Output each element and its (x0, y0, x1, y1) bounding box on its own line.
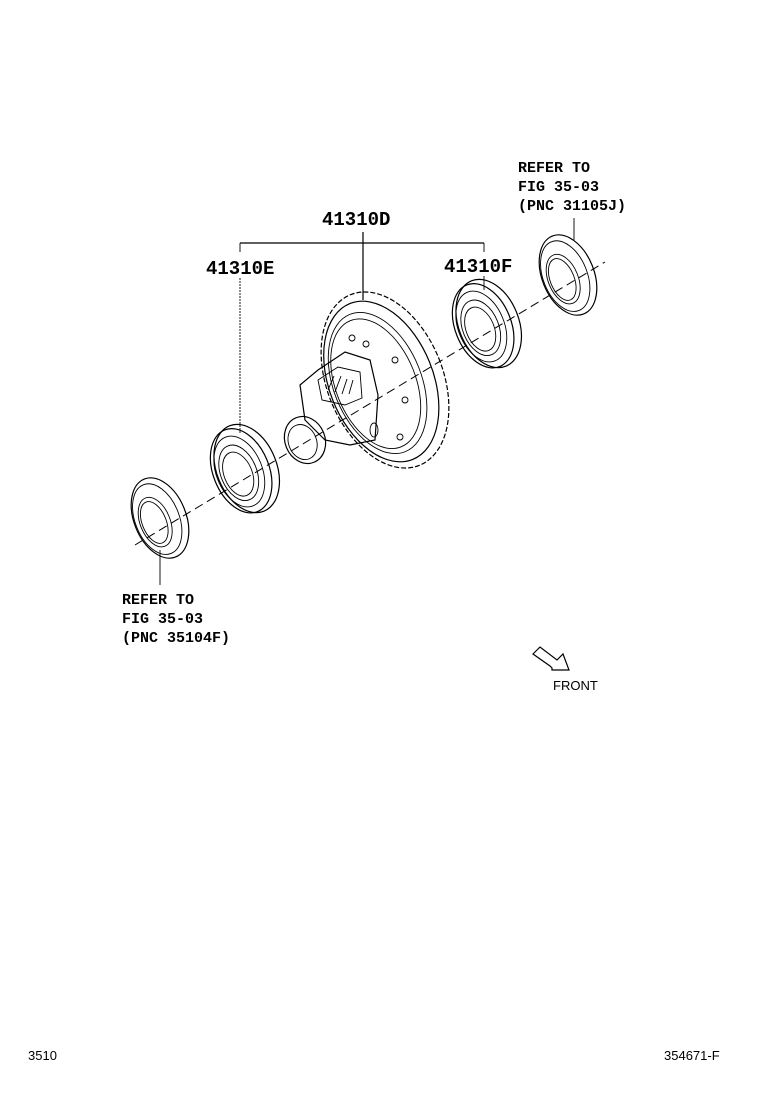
svg-text:(PNC 31105J): (PNC 31105J) (518, 198, 626, 215)
svg-text:(PNC 35104F): (PNC 35104F) (122, 630, 230, 647)
left-bearing-41310E[interactable] (198, 415, 292, 524)
front-arrow-icon (532, 646, 570, 671)
differential-case-41310D[interactable] (277, 273, 473, 487)
svg-text:FIG 35-03: FIG 35-03 (518, 179, 599, 196)
leader-lines (159, 218, 575, 585)
svg-text:FIG 35-03: FIG 35-03 (122, 611, 203, 628)
right-bearing-41310F[interactable] (440, 270, 534, 379)
reference-note-left: REFER TO FIG 35-03 (PNC 35104F) (122, 592, 230, 647)
svg-text:REFER TO: REFER TO (122, 592, 194, 609)
front-label: FRONT (553, 678, 598, 693)
part-label-41310F[interactable]: 41310F (444, 256, 512, 278)
right-oil-seal[interactable] (528, 226, 608, 323)
footer-right-code: 354671-F (664, 1048, 720, 1063)
footer-left-code: 3510 (28, 1048, 57, 1063)
reference-note-right: REFER TO FIG 35-03 (PNC 31105J) (518, 160, 626, 215)
svg-text:REFER TO: REFER TO (518, 160, 590, 177)
part-label-41310E[interactable]: 41310E (206, 258, 274, 280)
part-label-41310D[interactable]: 41310D (322, 209, 390, 231)
axis-centerline (134, 261, 606, 546)
left-oil-seal[interactable] (120, 469, 200, 566)
